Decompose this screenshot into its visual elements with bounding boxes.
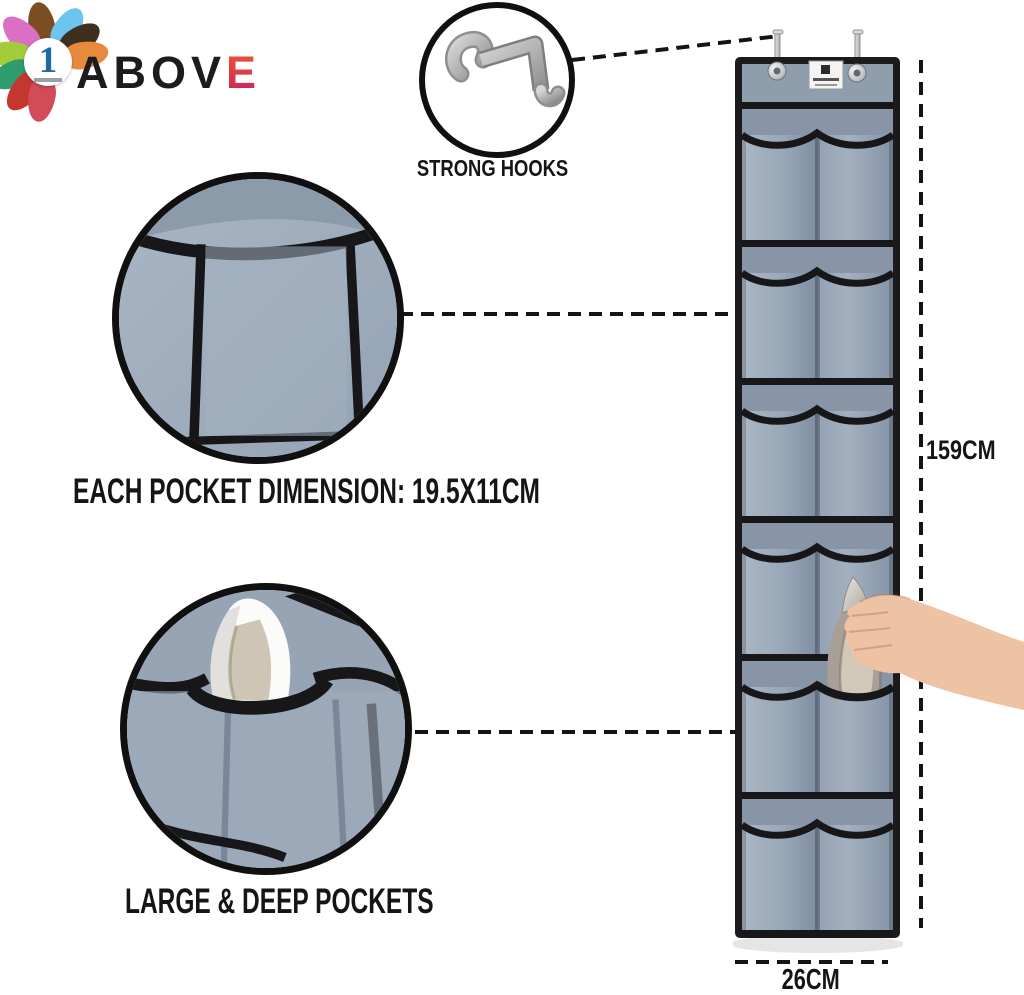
shoe-organizer (733, 29, 903, 953)
pocket-closeup (119, 179, 397, 457)
pocket-rows (742, 109, 893, 937)
grommet-icon (767, 61, 867, 83)
brand-tag (808, 60, 844, 90)
logo-number-circle: 1 (24, 38, 72, 86)
over-door-hook-icon (445, 30, 566, 108)
width-dimension-label: 26CM (781, 964, 841, 995)
deep-pocket-inset-circle (120, 583, 412, 875)
width-dimension-line (735, 960, 888, 964)
hand-holding-shoe (844, 593, 1024, 710)
callout-line-pocket (400, 312, 778, 316)
logo-wordmark: ABOVE (76, 47, 261, 99)
shoe-in-pocket-closeup (127, 590, 405, 868)
deep-pockets-label: LARGE & DEEP POCKETS (125, 882, 434, 921)
height-dimension-line (919, 60, 923, 928)
hooks-label: STRONG HOOKS (417, 155, 569, 181)
pocket-dimension-label: EACH POCKET DIMENSION: 19.5X11CM (73, 472, 540, 511)
height-dimension-label: 159CM (926, 435, 996, 465)
callout-line-deep-pockets (415, 730, 753, 734)
logo-wordmark-accent: E (226, 47, 262, 98)
pocket-inset-circle (112, 172, 404, 464)
hooks-inset-circle (419, 2, 575, 158)
brand-logo: 1 ABOVE (0, 0, 280, 124)
logo-number: 1 (38, 40, 58, 81)
white-shoe (210, 598, 291, 704)
floor-shadow (733, 935, 903, 953)
logo-wordmark-main: ABOV (76, 47, 227, 98)
logo-underline (34, 78, 62, 82)
band-divider (742, 102, 893, 109)
